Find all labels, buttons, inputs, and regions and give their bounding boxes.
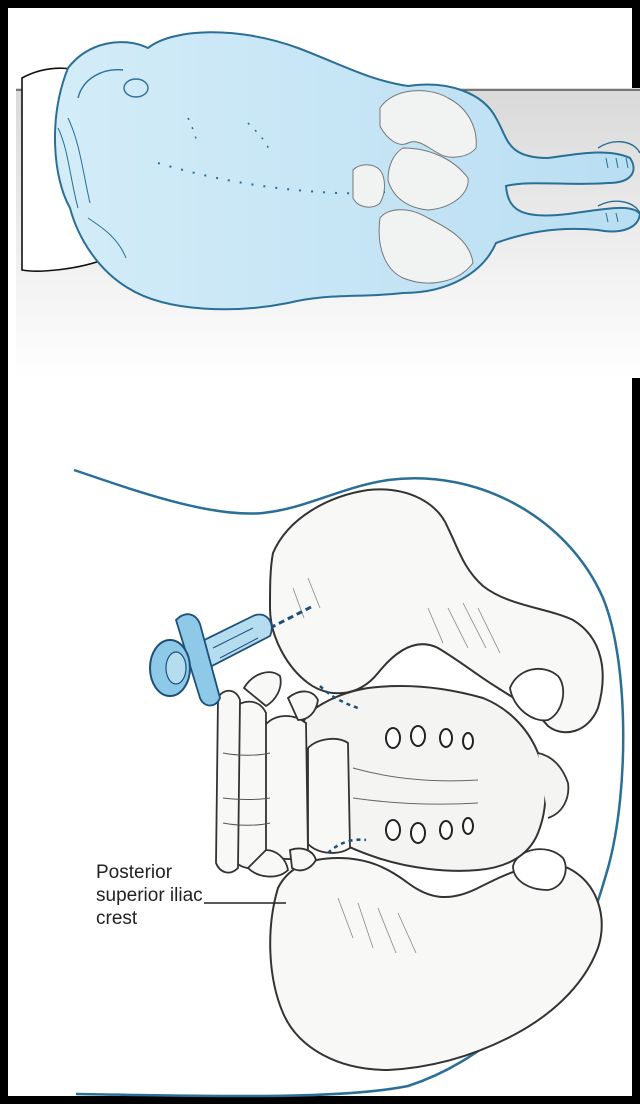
callout-line-3: crest [96,907,236,930]
callout-line-2: superior iliac [96,884,236,907]
patient-overview [16,32,640,378]
illustration [8,8,640,1112]
callout-label: Posterior superior iliac crest [96,861,236,930]
pelvis-detail [74,470,623,1096]
callout-line-1: Posterior [96,861,236,884]
foramen-upper [510,669,563,721]
